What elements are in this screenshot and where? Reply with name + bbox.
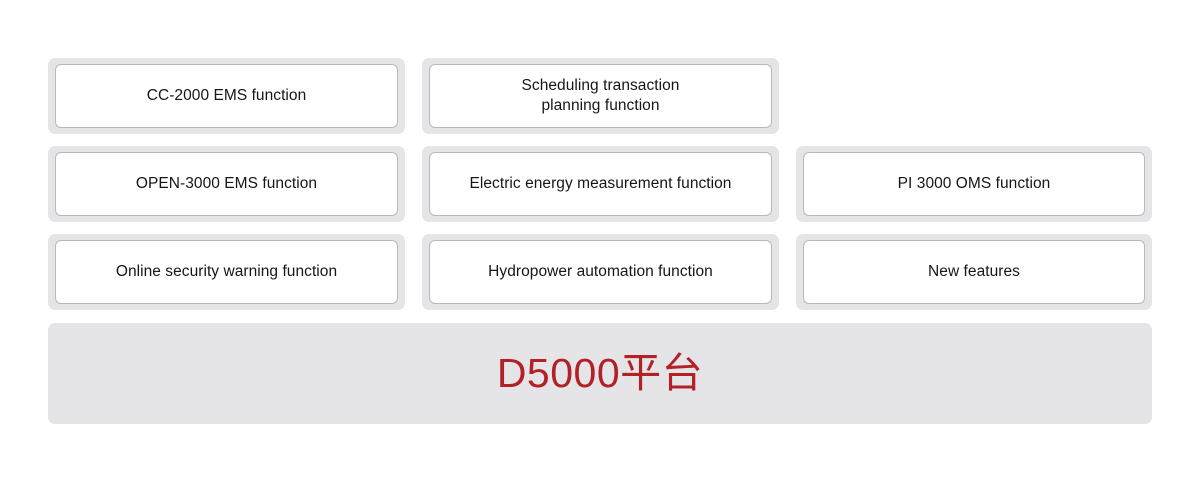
module-row-1: CC-2000 EMS function Scheduling transact… <box>48 58 1152 134</box>
module-label: Scheduling transaction planning function <box>521 77 680 114</box>
module-label: New features <box>928 263 1020 281</box>
module-label: CC-2000 EMS function <box>146 87 307 105</box>
module-cell-online-security-warning[interactable]: Online security warning function <box>48 234 405 310</box>
module-cell-cc2000-ems[interactable]: CC-2000 EMS function <box>48 58 405 134</box>
module-row-2: OPEN-3000 EMS function Electric energy m… <box>48 146 1152 222</box>
module-label: Electric energy measurement function <box>469 175 732 193</box>
module-cell-new-features[interactable]: New features <box>796 234 1152 310</box>
module-box: Scheduling transaction planning function <box>429 64 772 128</box>
module-box: Online security warning function <box>55 240 398 304</box>
module-box: Hydropower automation function <box>429 240 772 304</box>
platform-banner[interactable]: D5000平台 <box>48 323 1152 424</box>
function-module-grid: CC-2000 EMS function Scheduling transact… <box>48 58 1152 322</box>
module-box: Electric energy measurement function <box>429 152 772 216</box>
module-label: PI 3000 OMS function <box>897 175 1051 193</box>
module-box: New features <box>803 240 1145 304</box>
module-cell-electric-energy-measurement[interactable]: Electric energy measurement function <box>422 146 779 222</box>
module-box: CC-2000 EMS function <box>55 64 398 128</box>
module-cell-scheduling-transaction-planning[interactable]: Scheduling transaction planning function <box>422 58 779 134</box>
module-row-3: Online security warning function Hydropo… <box>48 234 1152 310</box>
module-label: Hydropower automation function <box>488 263 713 281</box>
module-cell-placeholder <box>796 58 1152 134</box>
module-label: OPEN-3000 EMS function <box>135 175 318 193</box>
module-cell-pi3000-oms[interactable]: PI 3000 OMS function <box>796 146 1152 222</box>
module-box: PI 3000 OMS function <box>803 152 1145 216</box>
module-cell-open3000-ems[interactable]: OPEN-3000 EMS function <box>48 146 405 222</box>
module-label: Online security warning function <box>115 263 338 281</box>
platform-title: D5000平台 <box>496 350 704 396</box>
module-box: OPEN-3000 EMS function <box>55 152 398 216</box>
module-cell-hydropower-automation[interactable]: Hydropower automation function <box>422 234 779 310</box>
